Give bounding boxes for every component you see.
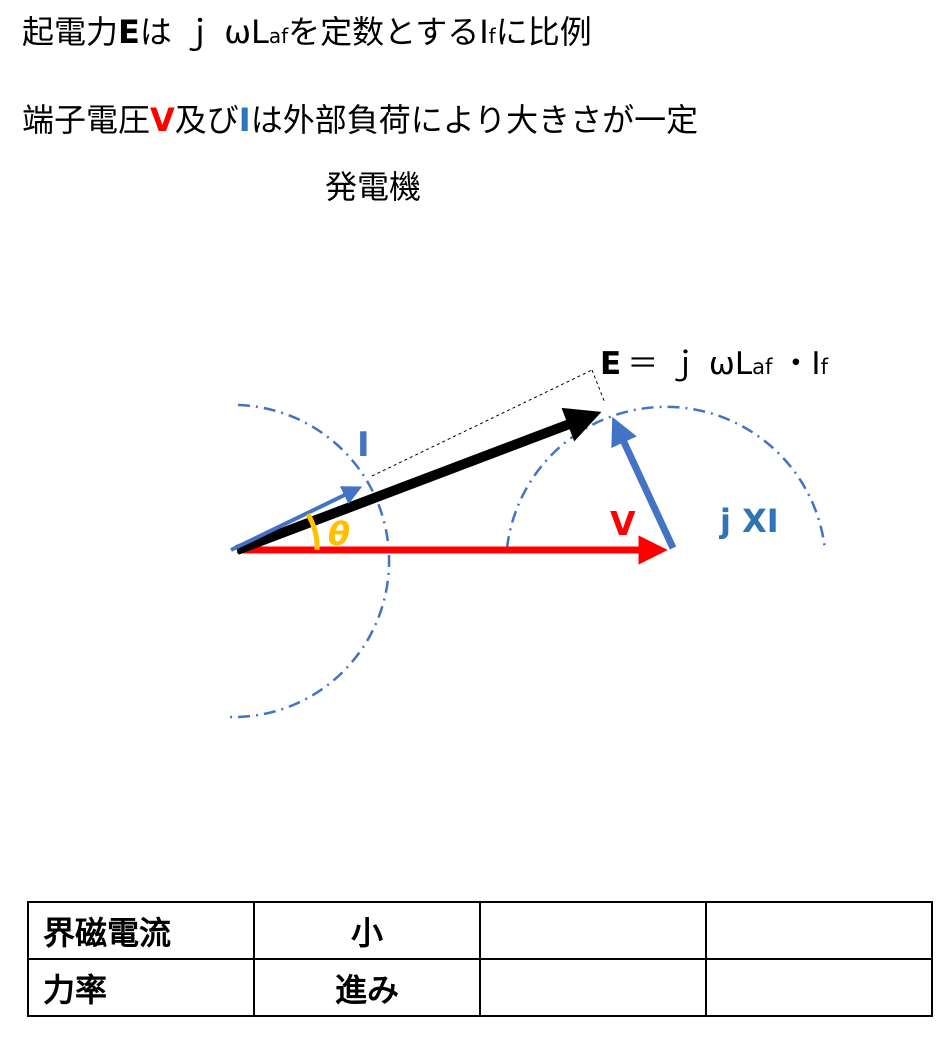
symbol-I: I bbox=[479, 13, 489, 51]
text-segment: 起電力 bbox=[22, 13, 119, 51]
jxi-phasor-arrow bbox=[611, 416, 677, 550]
text-segment: に比例 bbox=[495, 13, 592, 51]
table-cell-field-current-value: 小 bbox=[253, 901, 481, 960]
statement-line-2: 端子電圧V及びIは外部負荷により大きさが一定 bbox=[22, 100, 698, 140]
symbol-V: V bbox=[150, 101, 175, 139]
text-segment: 端子電圧 bbox=[22, 101, 151, 139]
equation-label: E＝ ｊ ωLaf・If bbox=[600, 346, 829, 382]
phasor-diagram: E＝ ｊ ωLaf・If I θ V j XI bbox=[227, 346, 829, 719]
table-cell-empty bbox=[705, 958, 933, 1017]
table-cell-power-factor-value: 進み bbox=[253, 958, 481, 1017]
table-row: 力率 進み bbox=[27, 958, 933, 1017]
subscript-af: af bbox=[268, 24, 289, 48]
text-segment: 及び bbox=[174, 101, 239, 139]
current-label-I: I bbox=[357, 425, 370, 465]
theta-angle-arc bbox=[305, 512, 320, 551]
symbol-L: L bbox=[251, 13, 269, 51]
condition-table: 界磁電流 小 力率 進み bbox=[27, 901, 933, 1017]
text-segment: を定数とする bbox=[288, 13, 480, 51]
projection-line bbox=[371, 369, 593, 477]
text-segment: は ｊ ω bbox=[139, 13, 252, 51]
subtitle-generator: 発電機 bbox=[325, 168, 422, 206]
e-phasor-arrow bbox=[235, 407, 602, 555]
table-row: 界磁電流 小 bbox=[27, 901, 933, 960]
current-locus-arc bbox=[227, 403, 391, 719]
voltage-locus-arc bbox=[505, 405, 827, 551]
i-phasor-arrow bbox=[230, 486, 363, 552]
symbol-E: E bbox=[118, 13, 140, 51]
subscript-f: f bbox=[488, 24, 496, 48]
table-cell-power-factor-label: 力率 bbox=[27, 958, 255, 1017]
table-cell-empty bbox=[479, 958, 707, 1017]
table-cell-field-current-label: 界磁電流 bbox=[27, 901, 255, 960]
text-segment: は外部負荷により大きさが一定 bbox=[250, 101, 699, 139]
statement-line-1: 起電力Eは ｊ ωLafを定数とするIfに比例 bbox=[22, 12, 592, 56]
table-cell-empty bbox=[705, 901, 933, 960]
symbol-I: I bbox=[238, 101, 251, 139]
jxi-label: j XI bbox=[718, 502, 779, 540]
theta-label: θ bbox=[328, 515, 350, 553]
table-cell-empty bbox=[479, 901, 707, 960]
voltage-label-V: V bbox=[610, 504, 636, 543]
